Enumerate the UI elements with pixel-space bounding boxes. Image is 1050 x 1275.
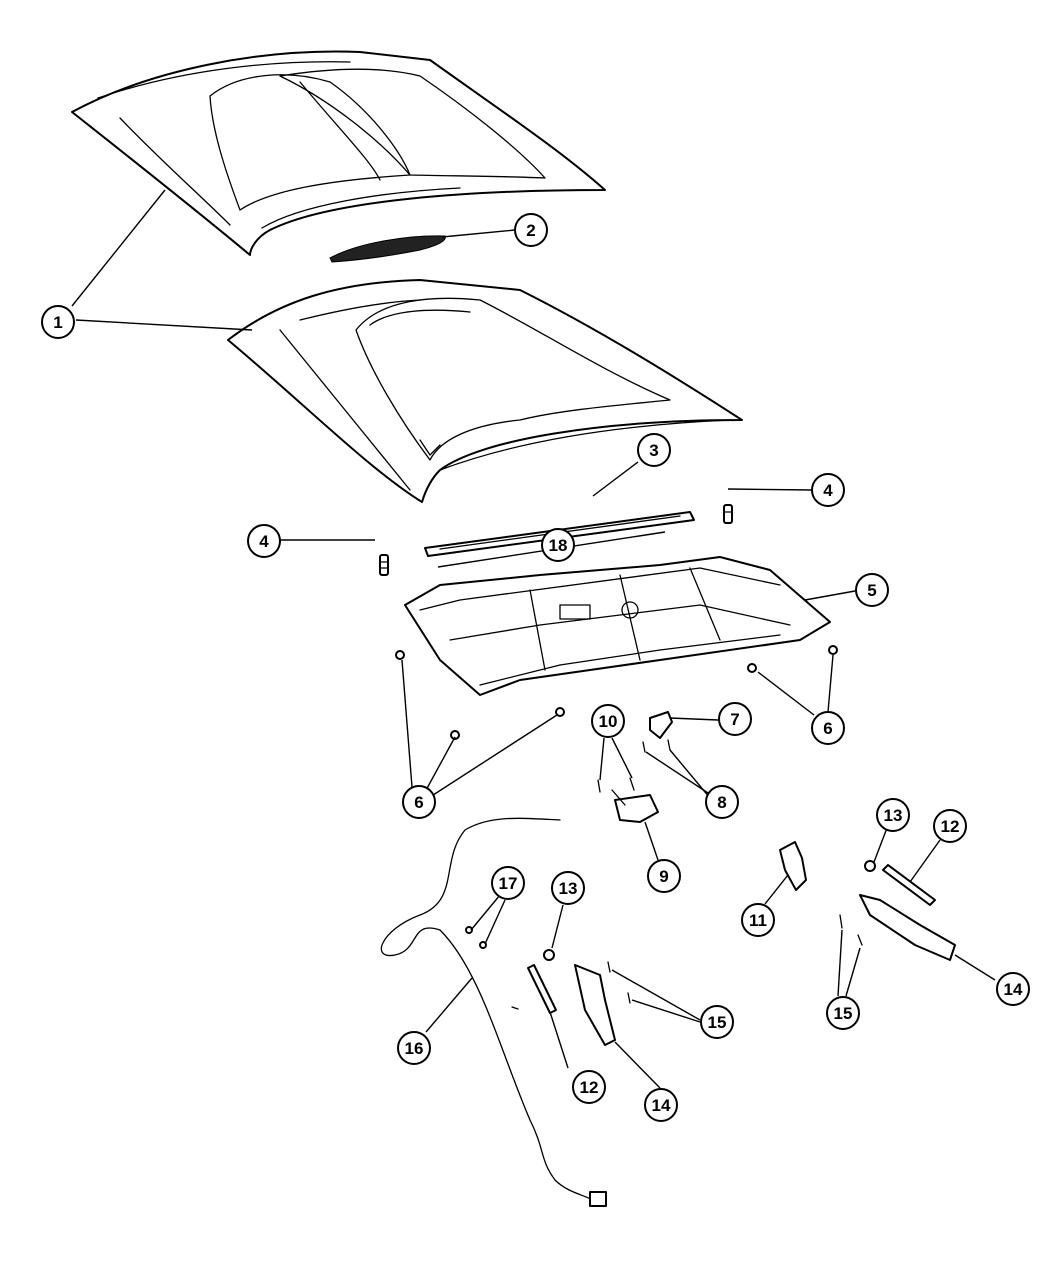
callout-16: 16 [397, 1031, 431, 1065]
callout-13-left: 13 [551, 871, 585, 905]
prop-nut-right [864, 860, 876, 872]
hood-insulator-strip [329, 235, 446, 263]
prop-nut-left [543, 949, 555, 961]
callout-14-left: 14 [644, 1088, 678, 1122]
callout-15-left: 15 [700, 1005, 734, 1039]
callout-13-right-label: 13 [884, 806, 903, 825]
callout-6-left: 6 [402, 785, 436, 819]
callout-10-label: 10 [599, 712, 618, 731]
callout-17-label: 17 [499, 874, 518, 893]
latch-bracket [649, 711, 673, 739]
callout-8: 8 [705, 785, 739, 819]
hood-bumper-right [723, 504, 733, 524]
callout-11-label: 11 [749, 911, 767, 930]
cable-clips [465, 926, 487, 949]
latch-bolts [597, 777, 635, 793]
callout-4-right: 4 [811, 473, 845, 507]
callout-15-left-label: 15 [708, 1013, 727, 1032]
callout-12-right-label: 12 [941, 817, 960, 836]
hood-prop-left [527, 964, 557, 1014]
callout-1-label: 1 [53, 313, 62, 332]
clip-set [395, 645, 838, 740]
callout-2: 2 [514, 213, 548, 247]
hood-hinge-right [859, 894, 956, 961]
lower-hood-panel [227, 279, 743, 503]
callout-15-right: 15 [826, 996, 860, 1030]
hood-hinge-left [574, 964, 616, 1046]
callout-12-left: 12 [572, 1070, 606, 1104]
callout-4-left-label: 4 [259, 532, 269, 551]
callout-9-label: 9 [659, 867, 668, 886]
callout-4-left: 4 [247, 524, 281, 558]
callout-15-right-label: 15 [834, 1004, 853, 1023]
callout-10: 10 [591, 704, 625, 738]
callout-13-left-label: 13 [559, 879, 578, 898]
callout-12-right: 12 [933, 809, 967, 843]
latch-screws [642, 739, 671, 753]
callout-11: 11 [741, 903, 775, 937]
callout-6-right-label: 6 [823, 719, 832, 738]
release-cable [380, 817, 607, 1207]
callout-16-label: 16 [405, 1039, 424, 1058]
callout-3: 3 [637, 433, 671, 467]
callout-14-left-label: 14 [652, 1096, 671, 1115]
callout-14-right: 14 [996, 972, 1030, 1006]
callout-13-right: 13 [876, 798, 910, 832]
callout-6-left-label: 6 [414, 793, 423, 812]
callout-9: 9 [647, 859, 681, 893]
callout-7: 7 [718, 702, 752, 736]
callout-8-label: 8 [717, 793, 726, 812]
hinge-bolts [511, 914, 863, 1010]
hood-latch [611, 789, 659, 823]
callout-2-label: 2 [526, 221, 535, 240]
upper-hood-panel [71, 50, 606, 256]
callout-3-label: 3 [649, 441, 658, 460]
hood-inner-panel [404, 556, 831, 696]
callout-7-label: 7 [730, 710, 739, 729]
callout-5-label: 5 [867, 581, 876, 600]
callout-18-label: 18 [549, 536, 568, 555]
callout-1: 1 [41, 305, 75, 339]
hood-prop-right [882, 864, 936, 906]
callout-12-left-label: 12 [580, 1078, 599, 1097]
hood-latch-striker [779, 841, 807, 891]
callout-14-right-label: 14 [1004, 980, 1023, 999]
callout-18: 18 [541, 528, 575, 562]
callout-5: 5 [855, 573, 889, 607]
hood-bumper-left [379, 554, 389, 576]
callout-6-right: 6 [811, 711, 845, 745]
callout-4-right-label: 4 [823, 481, 833, 500]
callout-17: 17 [491, 866, 525, 900]
